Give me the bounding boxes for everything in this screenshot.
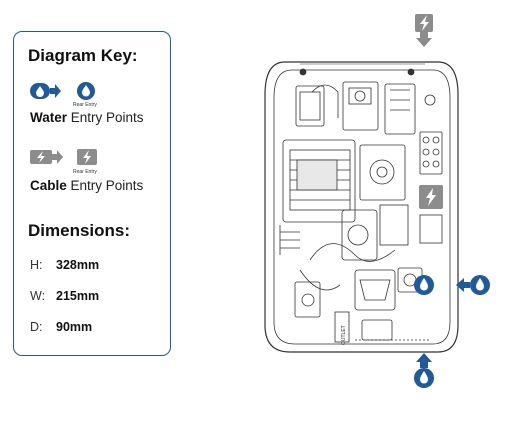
cable-entry-bold: Cable bbox=[30, 178, 67, 193]
dimension-height: H: 328mm bbox=[30, 258, 99, 272]
dimension-depth: D: 90mm bbox=[30, 320, 92, 334]
water-drop-arrow-icon bbox=[30, 83, 61, 99]
dimension-depth-label: D: bbox=[30, 320, 43, 334]
dimension-width-label: W: bbox=[30, 289, 46, 303]
internal-components bbox=[279, 68, 443, 343]
cable-entry-label: Cable Entry Points bbox=[30, 178, 143, 193]
side-water-inlet-icon bbox=[414, 275, 434, 295]
cable-entry-rest: Entry Points bbox=[70, 178, 144, 193]
top-cable-entry-icon bbox=[415, 14, 433, 47]
cable-icons-row bbox=[30, 147, 98, 167]
outlet-label: OUTLET bbox=[341, 325, 347, 345]
dimension-depth-value: 90mm bbox=[56, 320, 93, 334]
cable-rear-entry-label: Rear Entry bbox=[73, 169, 97, 175]
water-icons-row bbox=[30, 81, 96, 101]
dimension-height-label: H: bbox=[30, 258, 43, 272]
shower-casing bbox=[264, 61, 459, 353]
water-entry-label: Water Entry Points bbox=[30, 110, 144, 125]
key-title: Diagram Key: bbox=[28, 46, 138, 65]
water-rear-entry-label: Rear Entry bbox=[73, 102, 97, 108]
bottom-water-entry-arrow-icon bbox=[414, 353, 434, 388]
dimension-width: W: 215mm bbox=[30, 289, 99, 303]
dimensions-title: Dimensions: bbox=[28, 221, 131, 240]
water-entry-bold: Water bbox=[30, 110, 68, 125]
dimension-height-value: 328mm bbox=[56, 258, 100, 272]
lightning-arrow-icon bbox=[30, 150, 63, 164]
water-entry-rest: Entry Points bbox=[70, 110, 144, 125]
lightning-icon bbox=[77, 149, 97, 165]
water-drop-icon bbox=[77, 82, 95, 100]
diagram-key-panel: Diagram Key: Rear Entry Water Entry Poin… bbox=[13, 31, 171, 356]
right-water-entry-arrow-icon bbox=[456, 275, 490, 295]
dimension-width-value: 215mm bbox=[56, 289, 100, 303]
